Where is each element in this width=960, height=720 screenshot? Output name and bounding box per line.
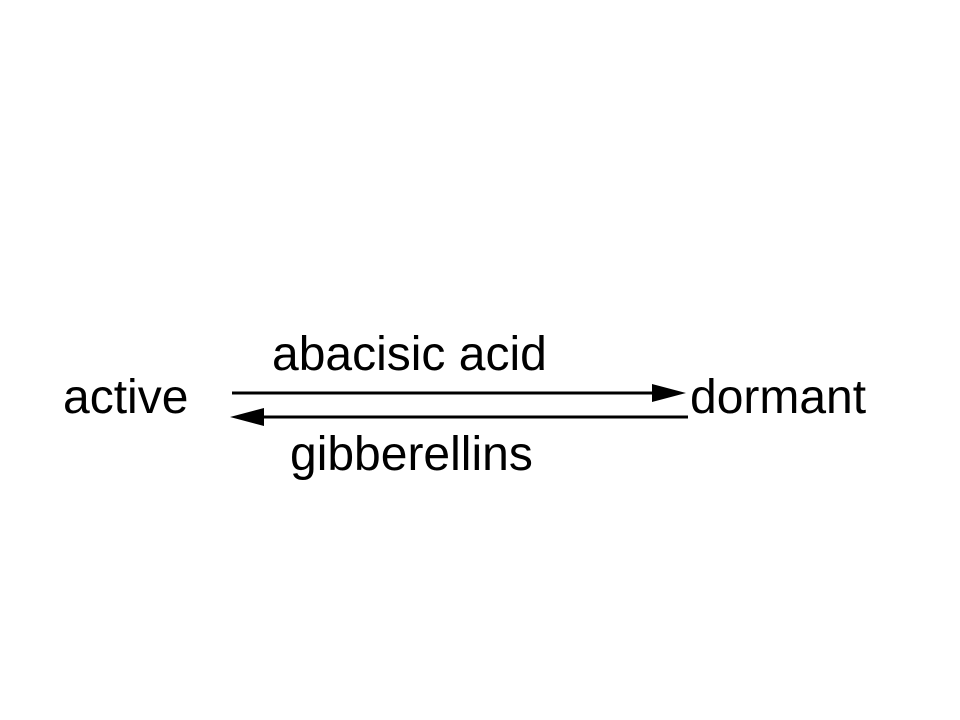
reverse-arrow [230,408,688,426]
forward-arrowhead [652,384,686,402]
forward-arrow [232,384,686,402]
reverse-condition-label: gibberellins [290,428,533,481]
forward-condition-label: abacisic acid [272,328,547,381]
reverse-arrowhead [230,408,264,426]
state-active-label: active [63,371,188,424]
state-dormant-label: dormant [690,371,866,424]
